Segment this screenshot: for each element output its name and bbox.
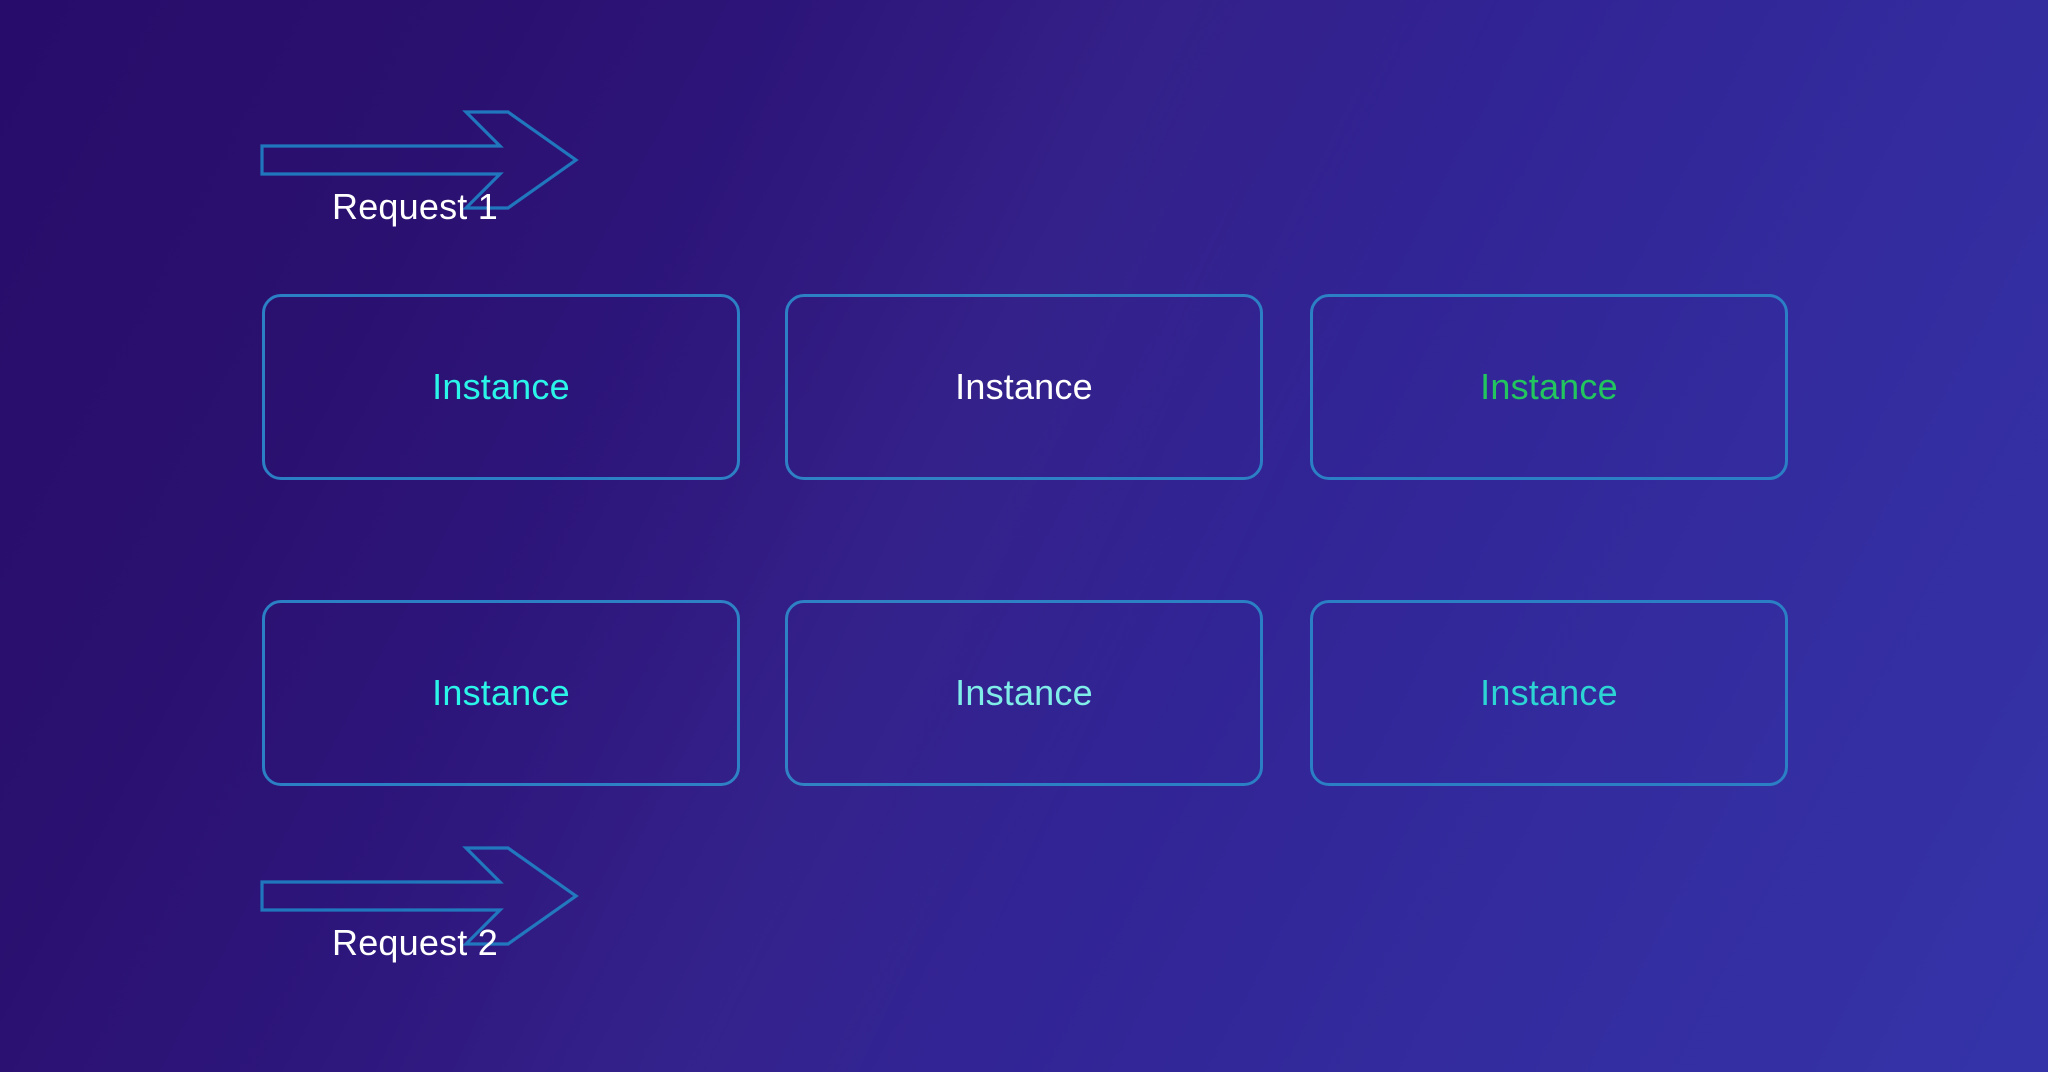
- arrow-label-request-1: Request 1: [332, 186, 498, 227]
- instance-box-r1-c2[interactable]: Instance: [1310, 600, 1788, 786]
- arrow-outline-path: [260, 110, 579, 210]
- instance-label: Instance: [955, 366, 1093, 407]
- instance-label: Instance: [1480, 672, 1618, 713]
- arrow-outline-path: [260, 846, 579, 946]
- instance-box-r1-c1[interactable]: Instance: [785, 600, 1263, 786]
- instance-label: Instance: [432, 672, 570, 713]
- arrow-request-1: [260, 110, 590, 210]
- instance-box-r0-c1[interactable]: Instance: [785, 294, 1263, 480]
- instance-label: Instance: [432, 366, 570, 407]
- instance-box-r1-c0[interactable]: Instance: [262, 600, 740, 786]
- instance-label: Instance: [955, 672, 1093, 713]
- arrow-label-request-2: Request 2: [332, 922, 498, 963]
- instance-box-r0-c2[interactable]: Instance: [1310, 294, 1788, 480]
- arrow-icon: [260, 846, 579, 946]
- instance-label: Instance: [1480, 366, 1618, 407]
- instance-box-r0-c0[interactable]: Instance: [262, 294, 740, 480]
- arrow-icon: [260, 110, 579, 210]
- arrow-request-2: [260, 846, 590, 946]
